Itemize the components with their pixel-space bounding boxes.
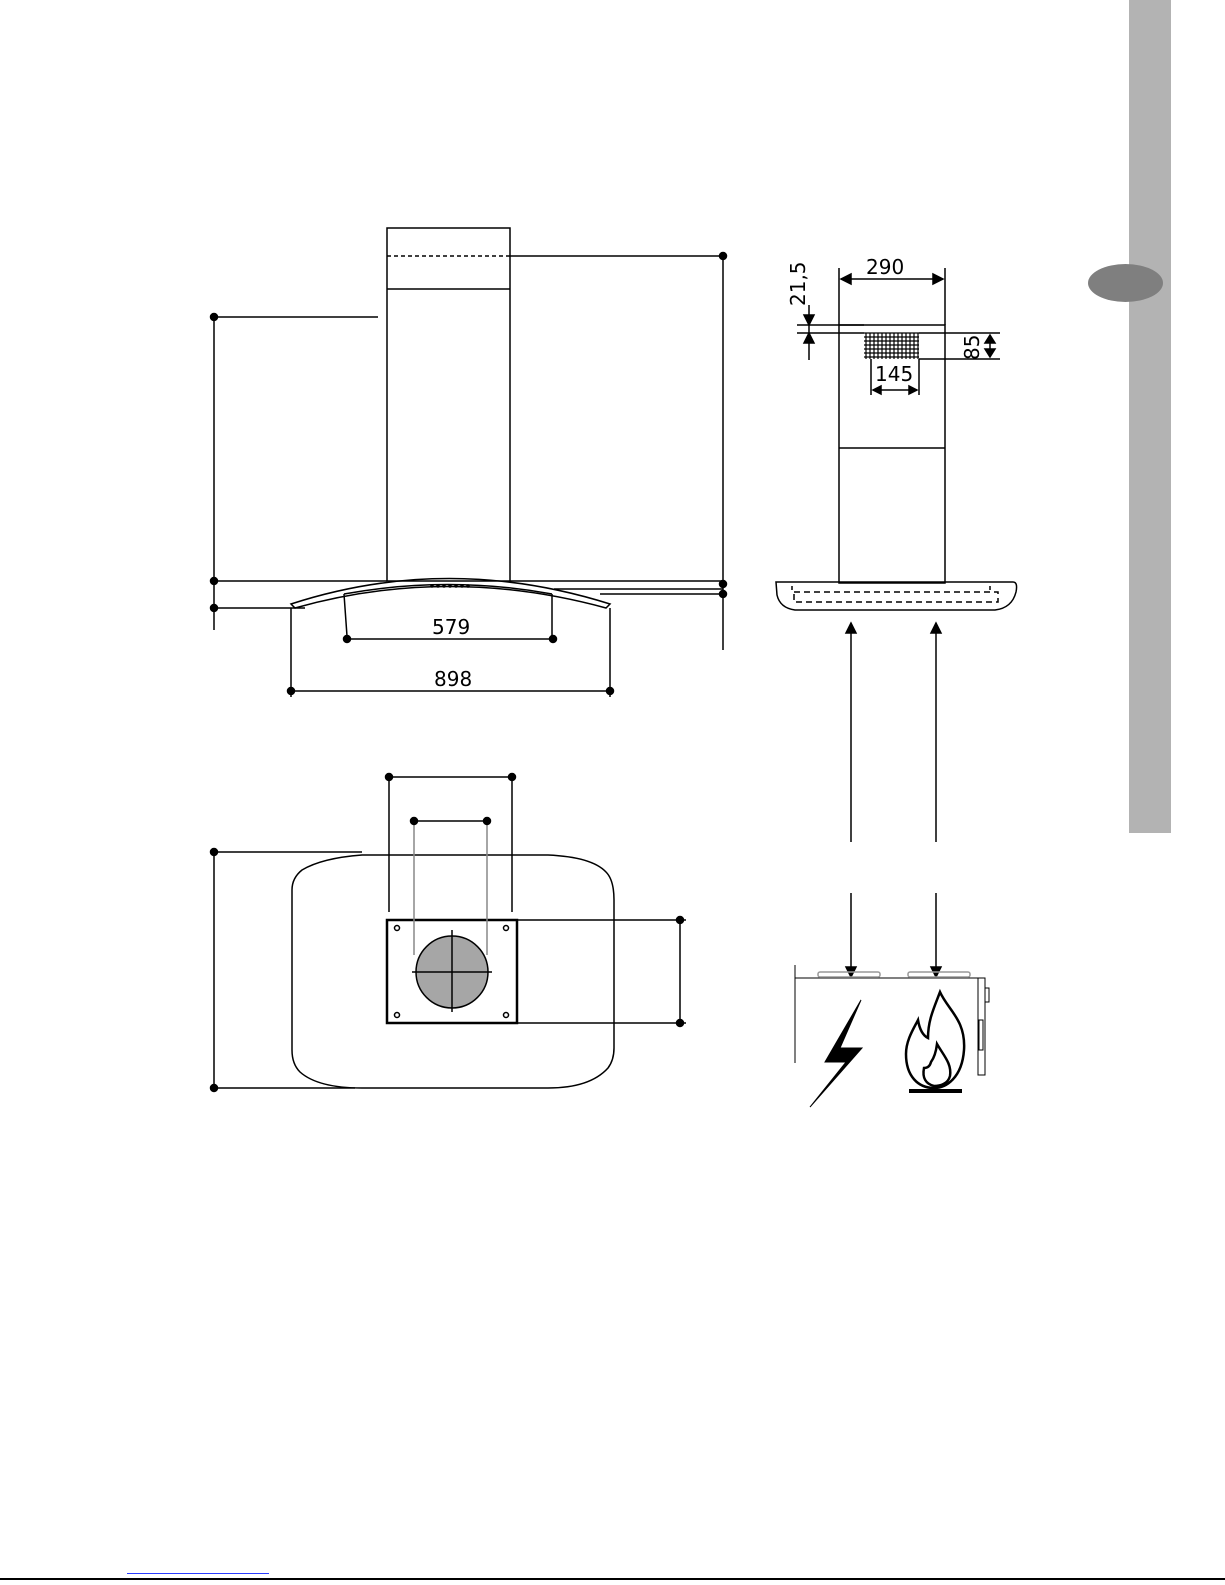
top-plate-dimension bbox=[517, 917, 686, 1027]
cooktop bbox=[795, 965, 989, 1075]
label-898: 898 bbox=[434, 667, 472, 691]
footer-rule bbox=[0, 1578, 1225, 1580]
top-outer-dimension bbox=[386, 774, 516, 913]
label-85: 85 bbox=[960, 335, 984, 360]
footer-link-underline bbox=[127, 1573, 269, 1574]
front-left-dimension bbox=[211, 314, 388, 631]
dimension-21-5-line bbox=[797, 305, 864, 360]
distance-arrows bbox=[846, 623, 941, 977]
label-21-5: 21,5 bbox=[786, 261, 810, 306]
front-canopy bbox=[291, 579, 610, 609]
label-145: 145 bbox=[875, 362, 913, 386]
side-canopy bbox=[776, 582, 1017, 610]
top-depth-dimension bbox=[211, 849, 363, 1092]
label-290: 290 bbox=[866, 255, 904, 279]
top-inner-dimension bbox=[411, 818, 491, 956]
top-view bbox=[211, 774, 687, 1092]
side-filter-line bbox=[794, 592, 998, 602]
side-view bbox=[776, 268, 1017, 1075]
front-chimney bbox=[387, 228, 510, 581]
label-579: 579 bbox=[432, 615, 470, 639]
outlet-grille bbox=[864, 333, 919, 359]
electricity-icon bbox=[810, 1000, 862, 1107]
gas-flame-icon bbox=[906, 992, 964, 1091]
front-right-dimension bbox=[510, 253, 727, 651]
